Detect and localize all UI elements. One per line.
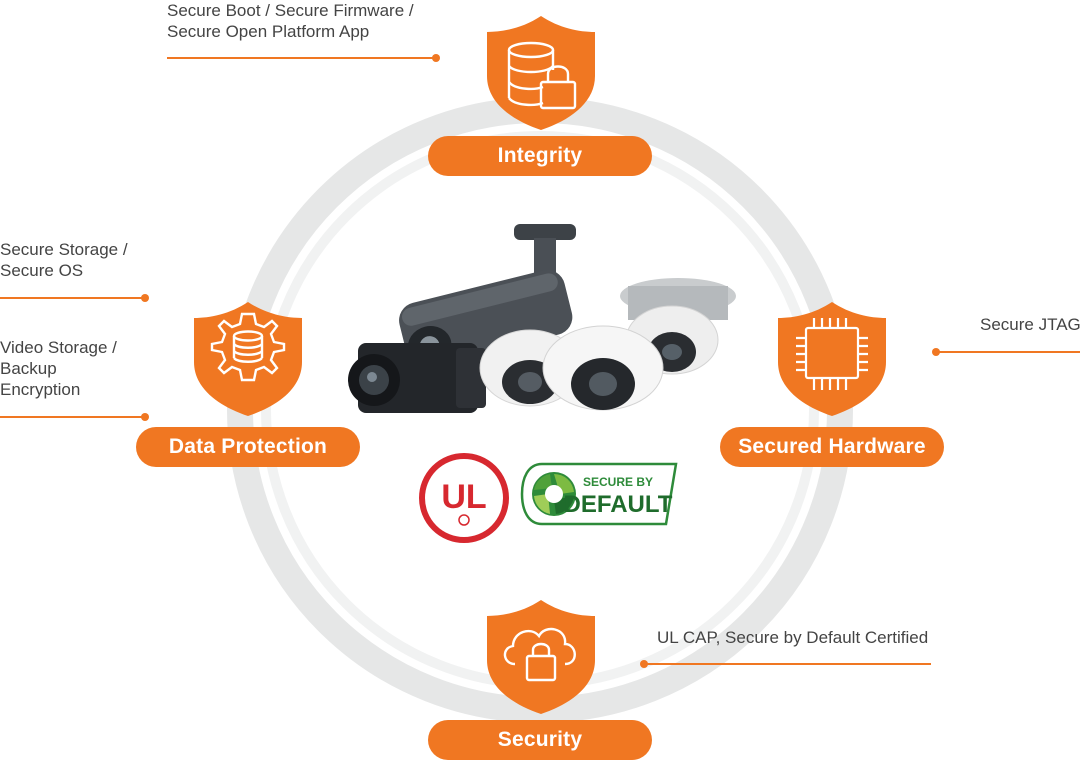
integrity-label: Integrity xyxy=(497,144,583,167)
security-label: Security xyxy=(497,728,583,751)
video-note-line1: Video Storage / xyxy=(0,338,117,357)
cloud-lock-icon xyxy=(503,627,576,682)
integrity-pill: Integrity xyxy=(428,136,652,176)
secured-hardware-label: Secured Hardware xyxy=(738,435,926,458)
ulcap-note: UL CAP, Secure by Default Certified xyxy=(657,627,928,648)
security-shield-icon xyxy=(487,600,595,714)
jtag-note: Secure JTAG xyxy=(980,314,1080,335)
video-leader-dot xyxy=(141,413,149,421)
jtag-leader-line xyxy=(936,351,1080,353)
integrity-note-line2: Secure Open Platform App xyxy=(167,22,370,41)
chip-icon xyxy=(796,318,868,390)
integrity-note-line1: Secure Boot / Secure Firmware / xyxy=(167,1,414,20)
storage-note: Secure Storage / Secure OS xyxy=(0,239,128,281)
jtag-leader-dot xyxy=(932,348,940,356)
storage-note-line2: Secure OS xyxy=(0,261,84,280)
integrity-leader-dot xyxy=(432,54,440,62)
ul-logo: UL xyxy=(419,453,509,543)
ulcap-leader-dot xyxy=(640,660,648,668)
video-leader-line xyxy=(0,416,144,418)
video-note-line3: Encryption xyxy=(0,380,81,399)
ulcap-leader-line xyxy=(644,663,931,665)
secure-by-default-line2: DEFAULT xyxy=(564,491,673,518)
secured-hardware-pill: Secured Hardware xyxy=(720,427,944,467)
data-protection-label: Data Protection xyxy=(168,435,328,458)
security-pill: Security xyxy=(428,720,652,760)
ul-logo-text: UL xyxy=(441,478,486,516)
secure-by-default-logo: SECURE BY DEFAULT xyxy=(520,462,678,526)
data-protection-shield-icon xyxy=(194,302,302,416)
secure-by-default-emblem-icon xyxy=(532,472,576,516)
jtag-note-line1: Secure JTAG xyxy=(980,315,1080,334)
storage-leader-line xyxy=(0,297,144,299)
integrity-leader-line xyxy=(167,57,435,59)
integrity-shield-icon xyxy=(487,16,595,130)
video-note: Video Storage / Backup Encryption xyxy=(0,337,117,400)
camera-products-image xyxy=(348,224,736,413)
database-lock-icon xyxy=(507,41,577,110)
storage-leader-dot xyxy=(141,294,149,302)
integrity-note: Secure Boot / Secure Firmware / Secure O… xyxy=(167,0,414,42)
ulcap-note-line1: UL CAP, Secure by Default Certified xyxy=(657,628,929,647)
storage-note-line1: Secure Storage / xyxy=(0,240,128,259)
secure-by-default-line1: SECURE BY xyxy=(583,475,653,489)
secured-hardware-shield-icon xyxy=(778,302,886,416)
gear-database-icon xyxy=(210,312,286,382)
video-note-line2: Backup xyxy=(0,359,57,378)
data-protection-pill: Data Protection xyxy=(136,427,360,467)
